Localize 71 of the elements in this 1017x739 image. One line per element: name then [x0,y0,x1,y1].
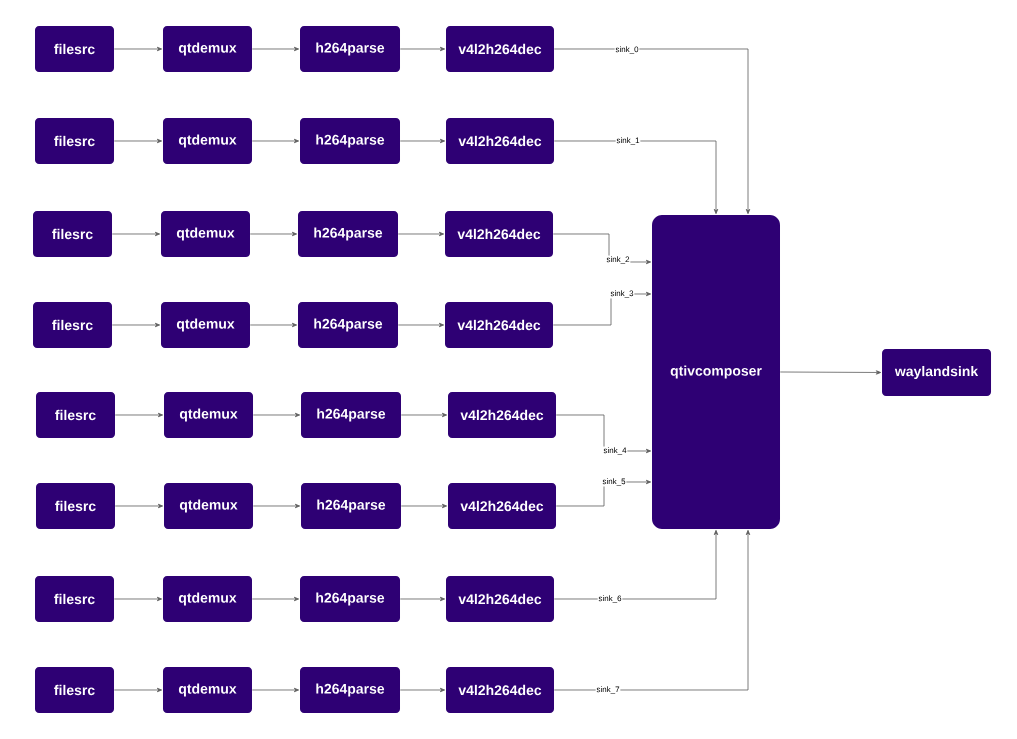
arrow [779,370,882,375]
arrow [553,140,719,215]
arrow [399,596,446,602]
arrow [113,687,163,693]
element-box: h264parse [300,26,400,72]
element-box: filesrc [36,483,115,529]
arrow [251,687,300,693]
arrow [111,322,161,328]
element-box: h264parse [298,211,398,257]
arrow [397,231,445,237]
arrow [553,48,751,215]
element-box: qtdemux [163,26,252,72]
edge-label: sink_5 [601,477,627,487]
arrow [114,412,164,418]
element-box: qtdemux [161,302,250,348]
element-box: h264parse [301,483,401,529]
edge-label: sink_6 [597,594,623,604]
element-box: qtdemux [164,392,253,438]
edge-label: sink_2 [605,255,631,265]
element-box: qtdemux [163,667,252,713]
element-box: filesrc [33,211,112,257]
element-box: v4l2h264dec [448,483,556,529]
element-box: filesrc [35,667,114,713]
edge-label: sink_0 [614,45,640,55]
element-box: v4l2h264dec [446,576,554,622]
element-box: filesrc [35,118,114,164]
element-box: h264parse [300,118,400,164]
edge-label: sink_1 [615,136,641,146]
arrow [252,503,301,509]
arrow [113,138,163,144]
element-box: filesrc [35,576,114,622]
element-box: v4l2h264dec [446,667,554,713]
element-box: v4l2h264dec [445,302,553,348]
element-box: v4l2h264dec [446,26,554,72]
arrow [251,138,300,144]
arrow [249,322,298,328]
edge-label: sink_3 [609,289,635,299]
arrow [249,231,298,237]
element-box: h264parse [298,302,398,348]
arrow [251,46,300,52]
element-box: v4l2h264dec [448,392,556,438]
edge-label: sink_7 [595,685,621,695]
element-box: qtdemux [163,576,252,622]
element-box: filesrc [33,302,112,348]
arrow [399,687,446,693]
element-box: h264parse [300,667,400,713]
arrow [113,596,163,602]
arrow [400,412,448,418]
arrow [111,231,161,237]
element-box: h264parse [300,576,400,622]
element-box: waylandsink [882,349,991,396]
arrow [113,46,163,52]
arrow [251,596,300,602]
element-box: filesrc [35,26,114,72]
arrow [397,322,445,328]
arrow [553,529,751,691]
element-box: qtdemux [164,483,253,529]
element-box: h264parse [301,392,401,438]
arrow [399,138,446,144]
arrow [252,412,301,418]
arrow [553,529,719,600]
edge-label: sink_4 [602,446,628,456]
arrow [114,503,164,509]
element-box: filesrc [36,392,115,438]
element-box: v4l2h264dec [445,211,553,257]
arrow [400,503,448,509]
composer-box: qtivcomposer [652,215,780,529]
element-box: v4l2h264dec [446,118,554,164]
element-box: qtdemux [163,118,252,164]
element-box: qtdemux [161,211,250,257]
arrow [399,46,446,52]
